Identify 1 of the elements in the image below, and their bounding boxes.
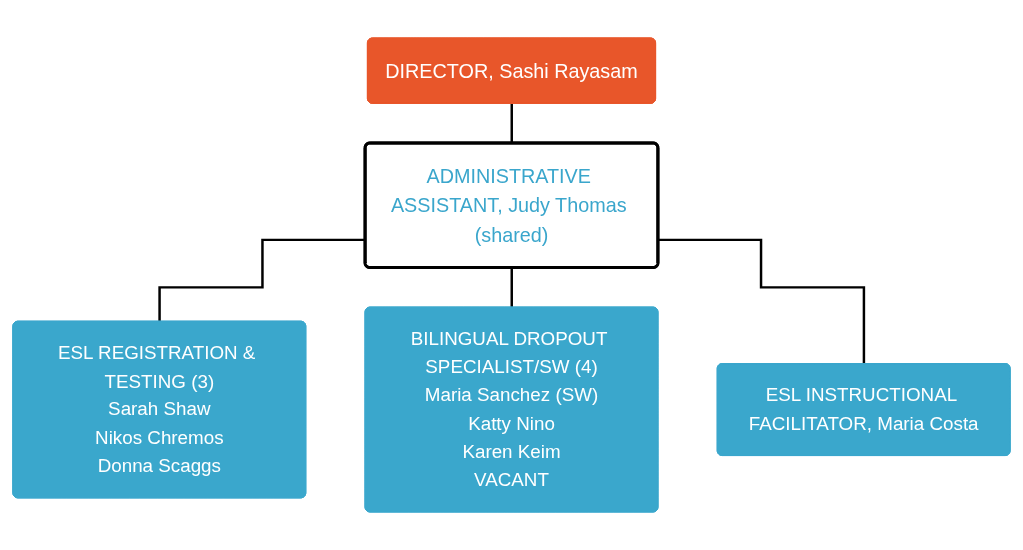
connector: [158, 238, 366, 323]
